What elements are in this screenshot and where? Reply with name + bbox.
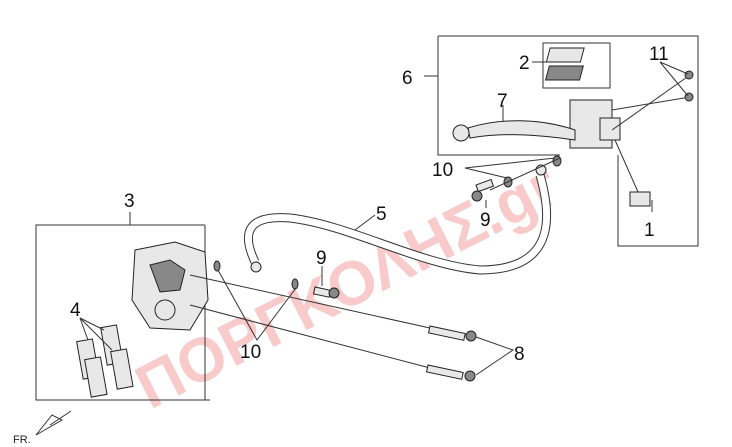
brake-lever [452, 105, 576, 142]
callout-4: 4 [70, 300, 81, 321]
callout-10-lower: 10 [240, 342, 261, 363]
master-cylinder [569, 61, 694, 149]
brake-caliper [131, 241, 209, 331]
brake-hose [243, 164, 552, 275]
brake-switch [614, 139, 653, 212]
callout-2: 2 [519, 53, 530, 74]
caliper-bolts [189, 274, 515, 382]
brake-pads [76, 324, 134, 398]
callout-10-upper: 10 [432, 160, 453, 181]
callout-1: 1 [644, 220, 655, 241]
front-direction-label: FR. [13, 434, 31, 446]
reservoir-cap [532, 42, 611, 89]
front-direction-arrow-icon [35, 410, 72, 436]
master-cylinder-group-box [424, 35, 699, 247]
washers-and-banjo-bolts [213, 155, 562, 341]
callout-3: 3 [124, 191, 135, 212]
callout-5: 5 [376, 204, 387, 225]
callout-6: 6 [402, 68, 413, 89]
callout-8: 8 [514, 344, 525, 365]
callout-9-upper: 9 [480, 210, 491, 231]
callout-7: 7 [497, 91, 508, 112]
callout-9-lower: 9 [316, 248, 327, 269]
callout-11: 11 [649, 44, 669, 65]
